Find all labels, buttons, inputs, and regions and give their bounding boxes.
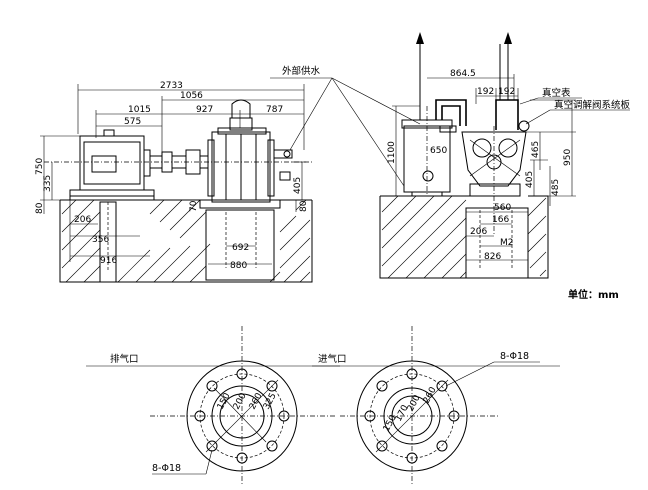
dim-405-front: 405 xyxy=(293,177,303,194)
vacuum-gauge-icon xyxy=(518,120,530,132)
side-piping xyxy=(435,99,519,133)
label-exhaust-port: 排气口 xyxy=(110,353,139,365)
left-dim-150: 150 xyxy=(216,391,233,411)
intake-flange: 进气口 150 170 200 260 8-Φ18 xyxy=(312,326,560,486)
dim-192-a: 192 xyxy=(477,87,494,97)
dim-465: 465 xyxy=(531,141,541,158)
dim-405-side: 405 xyxy=(525,171,535,188)
dim-750: 750 xyxy=(35,158,45,175)
dim-2733: 2733 xyxy=(160,81,183,91)
label-intake-port: 进气口 xyxy=(318,353,347,365)
front-bottom-dimensions: 206 356 916 692 880 xyxy=(69,200,272,271)
dim-880: 880 xyxy=(230,261,247,271)
dim-560: 560 xyxy=(494,203,511,213)
dim-335: 335 xyxy=(43,175,53,192)
dim-80-right: 80 xyxy=(299,200,309,212)
dim-787: 787 xyxy=(266,105,283,115)
side-left-dimensions: 1100 xyxy=(387,105,420,196)
label-bolt-holes-left: 8-Φ18 xyxy=(152,463,181,474)
dim-206-front: 206 xyxy=(74,215,91,225)
dim-692: 692 xyxy=(232,243,249,253)
dim-1015: 1015 xyxy=(128,105,151,115)
side-bottom-dimensions: 560 166 206 M2 826 xyxy=(466,203,528,262)
label-vacuum-gauge: 真空表 xyxy=(542,87,571,99)
vacuum-pump-front xyxy=(199,99,293,209)
outlet-arrows xyxy=(416,32,512,120)
label-vacuum-valve-panel: 真空调解阀系统板 xyxy=(554,99,631,111)
front-foundation xyxy=(59,199,313,283)
label-bolt-holes-right: 8-Φ18 xyxy=(500,351,529,362)
front-left-dimensions: 750 335 80 xyxy=(35,135,80,214)
label-external-water: 外部供水 xyxy=(282,65,321,77)
motor xyxy=(44,129,312,191)
dim-575: 575 xyxy=(124,117,141,127)
left-dim-325: 325 xyxy=(262,392,279,412)
dim-916: 916 xyxy=(100,256,117,266)
unit-label: 单位：mm xyxy=(568,288,619,301)
dim-485: 485 xyxy=(551,179,561,196)
front-top-dimensions: 2733 1056 1015 927 787 575 xyxy=(77,81,305,160)
exhaust-flange: 排气口 150 200 260 325 8-Φ18 xyxy=(86,326,340,486)
side-top-dimensions: 864.5 192 192 xyxy=(427,69,519,104)
dim-166: 166 xyxy=(492,215,509,225)
dim-80-left: 80 xyxy=(35,202,45,214)
side-view: 650 xyxy=(379,32,576,279)
dim-206-side: 206 xyxy=(470,227,487,237)
front-view: 2733 1056 1015 927 787 575 750 335 80 xyxy=(35,81,313,283)
side-right-dimensions: 465 950 405 485 xyxy=(525,99,576,206)
separator-tank: 650 xyxy=(401,106,453,197)
dim-356: 356 xyxy=(92,235,109,245)
dim-1056: 1056 xyxy=(180,91,203,101)
dim-826: 826 xyxy=(484,252,501,262)
dim-70: 70 xyxy=(189,200,199,212)
dim-927: 927 xyxy=(196,105,213,115)
dim-950: 950 xyxy=(563,149,573,166)
dim-m2: M2 xyxy=(500,238,514,248)
side-foundation xyxy=(379,195,549,279)
dim-1100: 1100 xyxy=(387,141,397,164)
front-right-dimensions: 405 80 70 xyxy=(189,161,309,212)
dim-864-5: 864.5 xyxy=(450,69,476,79)
dim-650: 650 xyxy=(430,146,447,156)
dim-192-b: 192 xyxy=(498,87,515,97)
callouts: 外部供水 真空表 真空调解阀系统板 单位：mm xyxy=(270,65,631,301)
